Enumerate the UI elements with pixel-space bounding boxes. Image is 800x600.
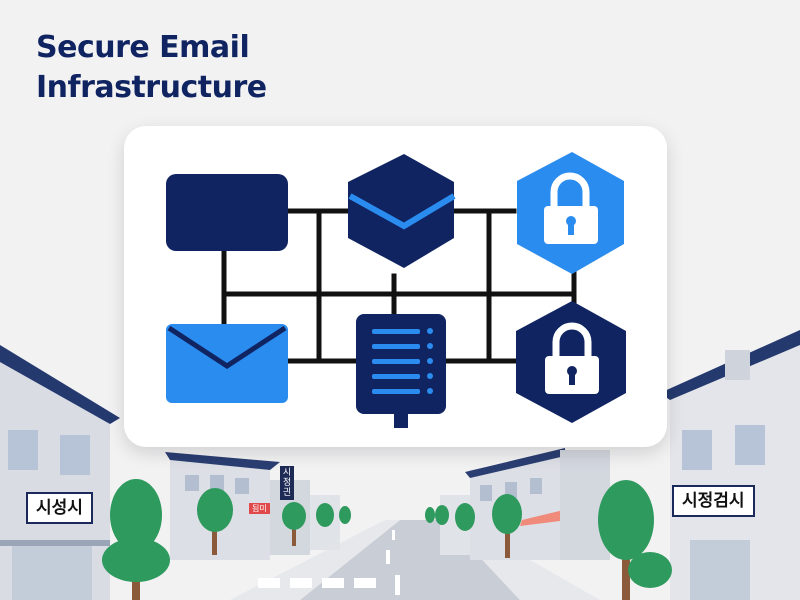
right-street-sign: 시정검시 <box>672 485 755 517</box>
lock-hexagon-icon <box>516 301 626 423</box>
server-block-icon <box>166 174 288 251</box>
page-title: Secure Email Infrastructure <box>36 28 267 108</box>
document-list-icon <box>356 314 446 428</box>
title-line-1: Secure Email <box>36 30 250 65</box>
hexagon-envelope-icon <box>348 154 456 268</box>
network-diagram-card <box>124 126 667 447</box>
lock-hexagon-icon <box>517 152 624 274</box>
trees <box>102 479 672 600</box>
right-building <box>660 330 800 600</box>
pole-sign: 시 정 긘 <box>280 466 294 500</box>
title-line-2: Infrastructure <box>36 70 267 105</box>
shop-sign: 됨미 <box>249 503 270 514</box>
left-street-sign: 시성시 <box>26 492 93 524</box>
envelope-icon <box>166 324 288 403</box>
left-building <box>0 345 120 600</box>
network-diagram <box>166 152 626 428</box>
